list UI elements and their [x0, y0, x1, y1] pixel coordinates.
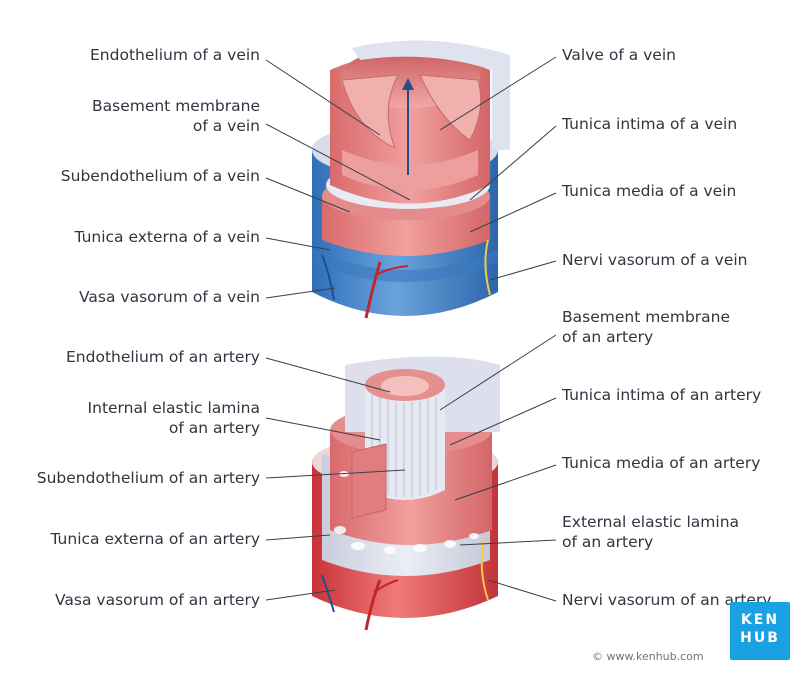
leader-lines — [265, 56, 557, 602]
label-artery-tunica-intima: Tunica intima of an artery — [562, 386, 762, 404]
leader-vein-basement — [265, 123, 411, 201]
label-vein-tunica-media: Tunica media of a vein — [562, 182, 737, 200]
label-vein-basement-membrane: Basement membrane of a vein — [91, 97, 260, 135]
artery-elastic-holes — [334, 471, 479, 554]
artery-illustration — [312, 356, 500, 631]
label-vein-valve: Valve of a vein — [562, 46, 676, 64]
leader-artery-endothelium — [265, 357, 391, 393]
label-artery-basement-membrane: Basement membrane of an artery — [562, 308, 731, 346]
artery-media-cutout — [351, 443, 387, 519]
label-artery-nervi-vasorum: Nervi vasorum of an artery — [562, 591, 772, 609]
leader-vein-externa — [265, 237, 331, 251]
leader-artery-eel — [459, 539, 557, 546]
label-vein-vasa-vasorum: Vasa vasorum of a vein — [79, 288, 260, 306]
leader-artery-media — [454, 464, 557, 501]
vein-externa-band — [312, 250, 498, 282]
label-artery-endothelium: Endothelium of an artery — [66, 348, 260, 366]
label-vein-subendothelium: Subendothelium of a vein — [60, 167, 260, 185]
leader-vein-intima — [469, 125, 557, 201]
vein-back-wall — [352, 40, 510, 150]
vein-flow-arrowhead — [402, 78, 414, 90]
label-vein-tunica-externa: Tunica externa of a vein — [74, 228, 260, 246]
kenhub-logo[interactable]: KEN HUB — [730, 602, 790, 660]
leader-vein-nervi — [489, 260, 557, 281]
vein-valve-leaflet-right — [419, 74, 482, 141]
copyright-text: © www.kenhub.com — [592, 650, 704, 663]
leader-vein-endothelium — [265, 59, 381, 136]
artery-vasa-small — [321, 574, 335, 613]
vein-vasa-vasorum-vessel — [364, 261, 382, 319]
vein-nervi-vasorum-fiber — [484, 239, 491, 296]
vein-vasa-small — [321, 254, 335, 301]
label-artery-vasa-vasorum: Vasa vasorum of an artery — [55, 591, 260, 609]
label-artery-tunica-media: Tunica media of an artery — [562, 454, 761, 472]
leader-artery-externa — [265, 534, 331, 541]
artery-vasa-vasorum-vessel — [364, 579, 382, 631]
label-artery-subendothelium: Subendothelium of an artery — [36, 469, 260, 487]
artery-lumen — [381, 376, 429, 396]
leader-vein-subendothelium — [265, 177, 351, 213]
leader-artery-vasa — [265, 589, 336, 601]
leader-vein-media — [469, 192, 557, 233]
leader-artery-basement — [439, 334, 557, 411]
label-artery-internal-elastic-lamina: Internal elastic lamina of an artery — [87, 399, 260, 437]
leader-artery-intima — [449, 397, 557, 446]
label-vein-nervi-vasorum: Nervi vasorum of a vein — [562, 251, 748, 269]
vein-illustration — [312, 40, 510, 319]
label-artery-external-elastic-lamina: External elastic lamina of an artery — [562, 513, 740, 551]
leader-artery-iel — [265, 417, 381, 441]
leader-artery-subendothelium — [265, 469, 406, 479]
leader-vein-vasa — [265, 287, 336, 299]
artery-nervi-vasorum-fiber — [480, 539, 489, 601]
label-artery-tunica-externa: Tunica externa of an artery — [50, 530, 260, 548]
label-vein-tunica-intima: Tunica intima of a vein — [562, 115, 738, 133]
vein-valve-leaflet-left — [341, 74, 399, 149]
leader-artery-nervi — [487, 579, 557, 602]
vein-vasa-vasorum-branch — [375, 265, 409, 276]
leader-vein-valve — [439, 56, 557, 131]
vein-lumen-floor — [342, 150, 478, 190]
label-vein-endothelium: Endothelium of a vein — [90, 46, 260, 64]
artery-vasa-vasorum-branch — [373, 579, 399, 593]
